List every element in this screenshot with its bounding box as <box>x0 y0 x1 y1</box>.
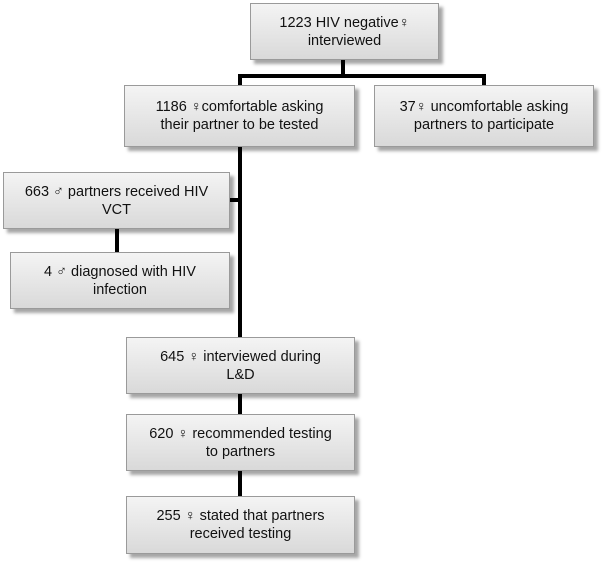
node-line: their partner to be tested <box>160 117 319 133</box>
node-line: partners to participate <box>413 117 555 133</box>
node-line: 255 ♀ stated that partners <box>156 508 325 524</box>
node-uncomfortable-asking: 37♀ uncomfortable asking partners to par… <box>374 85 594 147</box>
node-line: 4 ♂ diagnosed with HIV <box>44 263 196 280</box>
node-line: received testing <box>189 526 292 542</box>
node-line: 663 ♂ partners received HIV <box>24 183 209 200</box>
node-line: VCT <box>101 201 131 218</box>
node-line: 1186 ♀comfortable asking <box>155 99 324 115</box>
node-line: L&D <box>226 366 255 383</box>
node-line: interviewed <box>307 32 382 49</box>
node-line: 1223 HIV negative♀ <box>279 14 410 31</box>
node-line: to partners <box>205 443 276 460</box>
node-partners-received-vct: 663 ♂ partners received HIV VCT <box>3 172 230 229</box>
node-hiv-negative-interviewed: 1223 HIV negative♀ interviewed <box>250 3 439 60</box>
node-interviewed-during-ld: 645 ♀ interviewed during L&D <box>126 337 355 394</box>
node-diagnosed-hiv: 4 ♂ diagnosed with HIV infection <box>10 252 230 309</box>
node-comfortable-asking: 1186 ♀comfortable asking their partner t… <box>124 85 355 147</box>
node-partners-received-testing: 255 ♀ stated that partners received test… <box>126 496 355 554</box>
node-recommended-testing: 620 ♀ recommended testing to partners <box>126 414 355 471</box>
node-line: 645 ♀ interviewed during <box>160 348 321 365</box>
node-line: 620 ♀ recommended testing <box>149 425 332 442</box>
node-line: 37♀ uncomfortable asking <box>399 99 569 115</box>
node-line: infection <box>92 281 147 298</box>
